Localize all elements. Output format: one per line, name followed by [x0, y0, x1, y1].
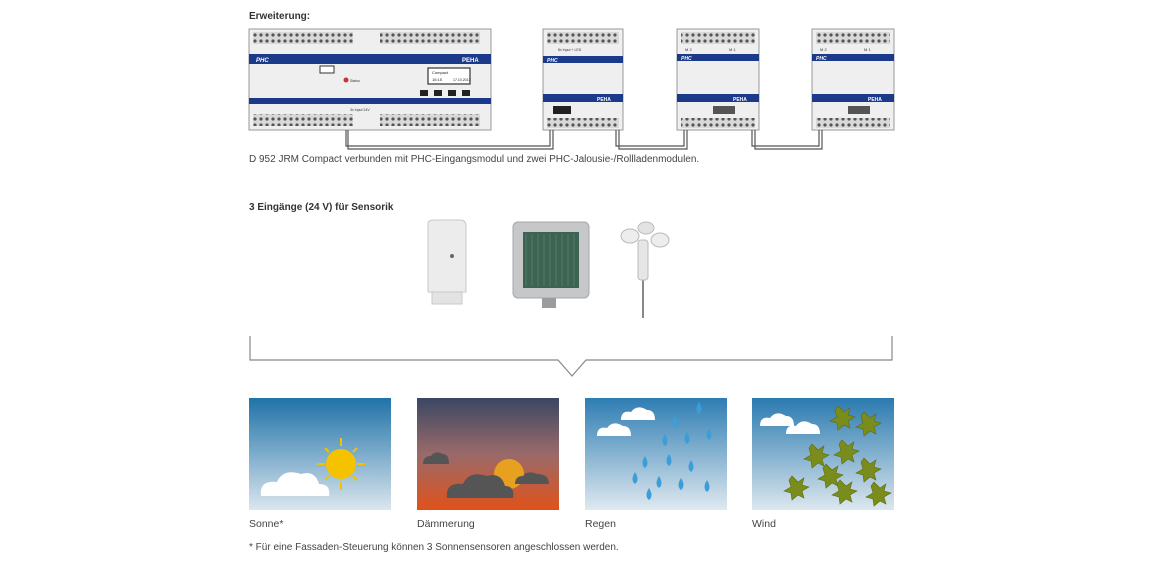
sun-icon [326, 449, 356, 479]
weather-tile-rain [585, 398, 727, 510]
display-line1: Compact [432, 70, 449, 75]
sensor-heading: 3 Eingänge (24 V) für Sensorik [249, 202, 394, 213]
main-bottom-label: 3x Input 24V [350, 108, 370, 112]
svg-text:PEHA: PEHA [868, 97, 882, 103]
raindrop-icons [632, 402, 712, 500]
svg-text:M 2: M 2 [820, 47, 827, 52]
sensor-devices [427, 219, 670, 318]
input-module-label: 8x Input + LED [558, 48, 582, 52]
light-sensor-device [427, 219, 467, 305]
weather-tile-dusk [417, 398, 559, 510]
cloud-icon [760, 413, 794, 426]
svg-text:PHC: PHC [816, 56, 827, 62]
shutter-module-1: PHC M 2 M 1 PEHA [676, 28, 760, 131]
dark-cloud-icon [446, 474, 514, 498]
weather-label-sun: Sonne* [249, 518, 284, 530]
module-wiring-diagram: PHC PEHA Compact 16:15 17.10.2013 Status… [248, 28, 895, 150]
weather-tile-wind [752, 398, 894, 510]
main-maker-text: PEHA [462, 58, 479, 64]
weather-label-dusk: Dämmerung [417, 518, 475, 530]
svg-text:PHC: PHC [547, 58, 558, 64]
svg-text:PEHA: PEHA [733, 97, 747, 103]
rain-sensor-device [512, 221, 590, 308]
svg-text:M 2: M 2 [685, 47, 692, 52]
weather-label-wind: Wind [752, 518, 776, 530]
main-brand-text: PHC [256, 58, 269, 64]
expansion-caption: D 952 JRM Compact verbunden mit PHC-Eing… [249, 154, 700, 165]
display-line3: 17.10.2013 [453, 78, 471, 82]
status-text: Status [350, 79, 360, 83]
bus-cable [345, 130, 823, 150]
display-line2: 16:15 [432, 77, 443, 82]
small-dark-cloud-icon [423, 452, 449, 464]
svg-text:M 1: M 1 [729, 47, 736, 52]
status-led [343, 77, 349, 83]
shutter-module-2: PHC M 2 M 1 PEHA [811, 28, 895, 131]
input-module: 8x Input + LED PHC PEHA [542, 28, 624, 131]
weather-tile-sun [249, 398, 391, 510]
sensor-bracket [249, 336, 893, 377]
expansion-heading: Erweiterung: [249, 11, 311, 22]
svg-text:PHC: PHC [681, 56, 692, 62]
svg-text:PEHA: PEHA [597, 97, 611, 103]
svg-text:M 1: M 1 [864, 47, 871, 52]
main-controller-module: PHC PEHA Compact 16:15 17.10.2013 Status… [248, 28, 492, 131]
cloud-icon [260, 472, 330, 496]
weather-label-rain: Regen [585, 518, 616, 530]
wind-sensor-device [620, 221, 670, 318]
leaf-icons [783, 405, 892, 507]
cloud-icon [621, 407, 655, 420]
footnote: * Für eine Fassaden-Steuerung können 3 S… [249, 542, 619, 553]
sun-rays-icon [317, 438, 365, 490]
